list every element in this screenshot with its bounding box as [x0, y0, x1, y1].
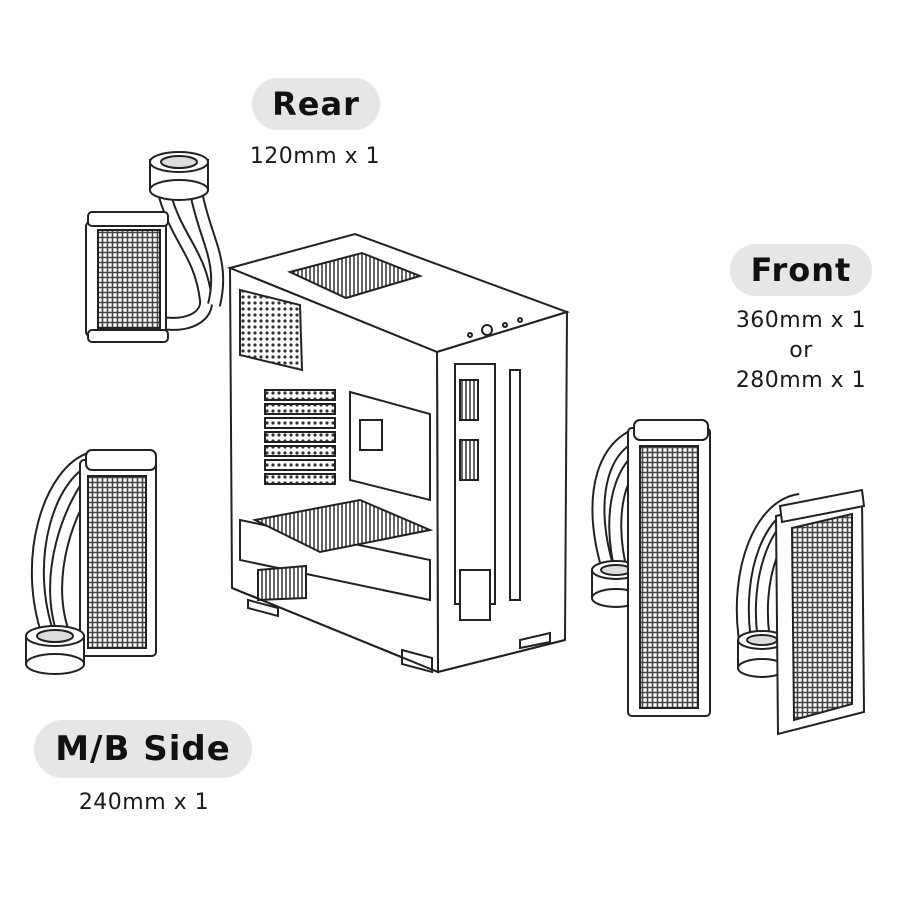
front-title: Front: [730, 244, 872, 296]
mb-side-radiator-240-icon: [25, 449, 157, 675]
front-spec-line1: 360mm x 1: [735, 308, 867, 333]
front-radiator-280-icon: [735, 488, 866, 736]
mb-side-title: M/B Side: [34, 720, 252, 778]
front-spec-line3: 280mm x 1: [735, 368, 867, 393]
mb-pump-head-icon: [25, 625, 85, 675]
front-spec: 360mm x 1 or 280mm x 1: [716, 306, 886, 396]
rear-pump-head-icon: [149, 151, 209, 201]
front-spec-line2: or: [789, 338, 813, 363]
rear-spec: 120mm x 1: [249, 144, 381, 169]
rear-title: Rear: [252, 78, 380, 130]
pc-case-icon: [226, 232, 571, 674]
mb-side-spec: 240mm x 1: [78, 790, 210, 815]
rear-radiator-120-icon: [85, 151, 225, 343]
front-radiator-360-icon: [591, 419, 711, 717]
